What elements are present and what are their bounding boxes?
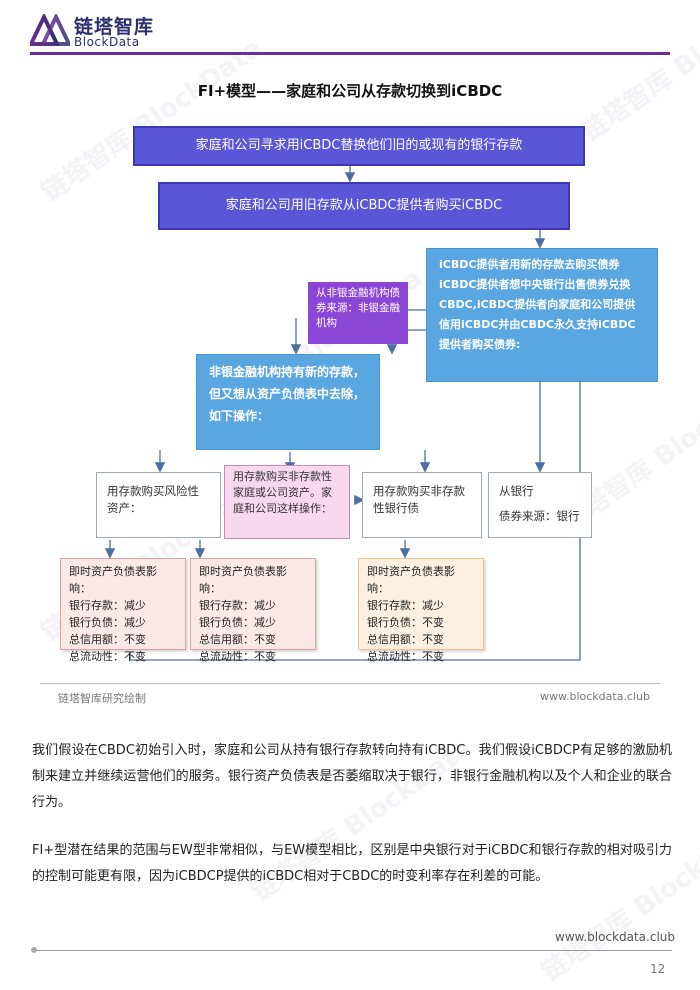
impact-title: 即时资产负债表影响： bbox=[199, 565, 287, 595]
brand-name: 链塔智库 bbox=[74, 16, 155, 38]
impact-line: 银行负债：减少 bbox=[199, 616, 276, 629]
impact-line: 总流动性：不变 bbox=[69, 650, 146, 663]
footer-site: www.blockdata.club bbox=[555, 930, 675, 944]
impact-line: 银行负债：减少 bbox=[69, 616, 146, 629]
impact-box-risk: 即时资产负债表影响： 银行存款：减少 银行负债：减少 总信用额：不变 总流动性：… bbox=[60, 558, 186, 663]
footer-divider bbox=[32, 950, 672, 951]
watermark: 链塔智库 BlockData bbox=[536, 813, 700, 988]
impact-box-household: 即时资产负债表影响： 银行存款：减少 银行负债：减少 总信用额：不变 总流动性：… bbox=[190, 558, 316, 663]
impact-title: 即时资产负债表影响： bbox=[367, 565, 455, 595]
body-paragraph: 我们假设在CBDC初始引入时，家庭和公司从持有银行存款转向持有iCBDC。我们假… bbox=[32, 743, 672, 810]
triangle-logo-icon bbox=[30, 14, 70, 46]
footer-dot-icon bbox=[31, 947, 37, 953]
option-from-bank: 从银行 债券来源：银行 bbox=[488, 472, 592, 538]
impact-line: 银行存款：减少 bbox=[199, 599, 276, 612]
impact-line: 总信用额：不变 bbox=[199, 633, 276, 646]
impact-box-bank-bonds: 即时资产负债表影响： 银行存款：减少 银行负债：不变 总信用额：不变 总流动性：… bbox=[358, 558, 484, 663]
provider-action-box: iCBDC提供者用新的存款去购买债券iCBDC提供者想中央银行出售债券兑换CBD… bbox=[426, 248, 658, 382]
flow-step-replace-deposits: 家庭和公司寻求用iCBDC替换他们旧的或现有的银行存款 bbox=[133, 126, 585, 166]
bank-source-label: 债券来源：银行 bbox=[499, 509, 580, 523]
option-household-assets: 用存款购买非存款性家庭或公司资产。家庭和公司这样操作： bbox=[224, 465, 350, 539]
body-paragraph: FI+型潜在结果的范围与EW型非常相似，与EW模型相比，区别是中央银行对于iCB… bbox=[32, 843, 672, 884]
flow-step-buy-icbdc: 家庭和公司用旧存款从iCBDC提供者购买iCBDC bbox=[158, 182, 570, 230]
impact-line: 银行存款：减少 bbox=[69, 599, 146, 612]
from-bank-label: 从银行 bbox=[499, 484, 534, 498]
impact-line: 总信用额：不变 bbox=[367, 633, 444, 646]
option-bank-bonds: 用存款购买非存款性银行债 bbox=[362, 472, 482, 538]
nonbank-holding-box: 非银金融机构持有新的存款，但又想从资产负债表中去除，如下操作： bbox=[196, 354, 380, 450]
brand-name-en: BlockData bbox=[74, 35, 140, 49]
diagram-site: www.blockdata.club bbox=[540, 690, 650, 703]
option-risk-assets: 用存款购买风险性资产： bbox=[96, 472, 221, 538]
impact-line: 总信用额：不变 bbox=[69, 633, 146, 646]
impact-line: 银行负债：不变 bbox=[367, 616, 444, 629]
diagram-divider bbox=[40, 683, 660, 684]
header-divider bbox=[30, 52, 670, 55]
diagram-credit: 链塔智库研究绘制 bbox=[58, 692, 146, 705]
impact-line: 总流动性：不变 bbox=[367, 650, 444, 663]
impact-line: 总流动性：不变 bbox=[199, 650, 276, 663]
page-number: 12 bbox=[650, 962, 666, 976]
impact-title: 即时资产负债表影响： bbox=[69, 565, 157, 595]
nonbank-source-box: 从非银金融机构债券来源：非银金融机构 bbox=[308, 282, 408, 344]
impact-line: 银行存款：减少 bbox=[367, 599, 444, 612]
diagram-title: FI+模型——家庭和公司从存款切换到iCBDC bbox=[197, 82, 503, 100]
